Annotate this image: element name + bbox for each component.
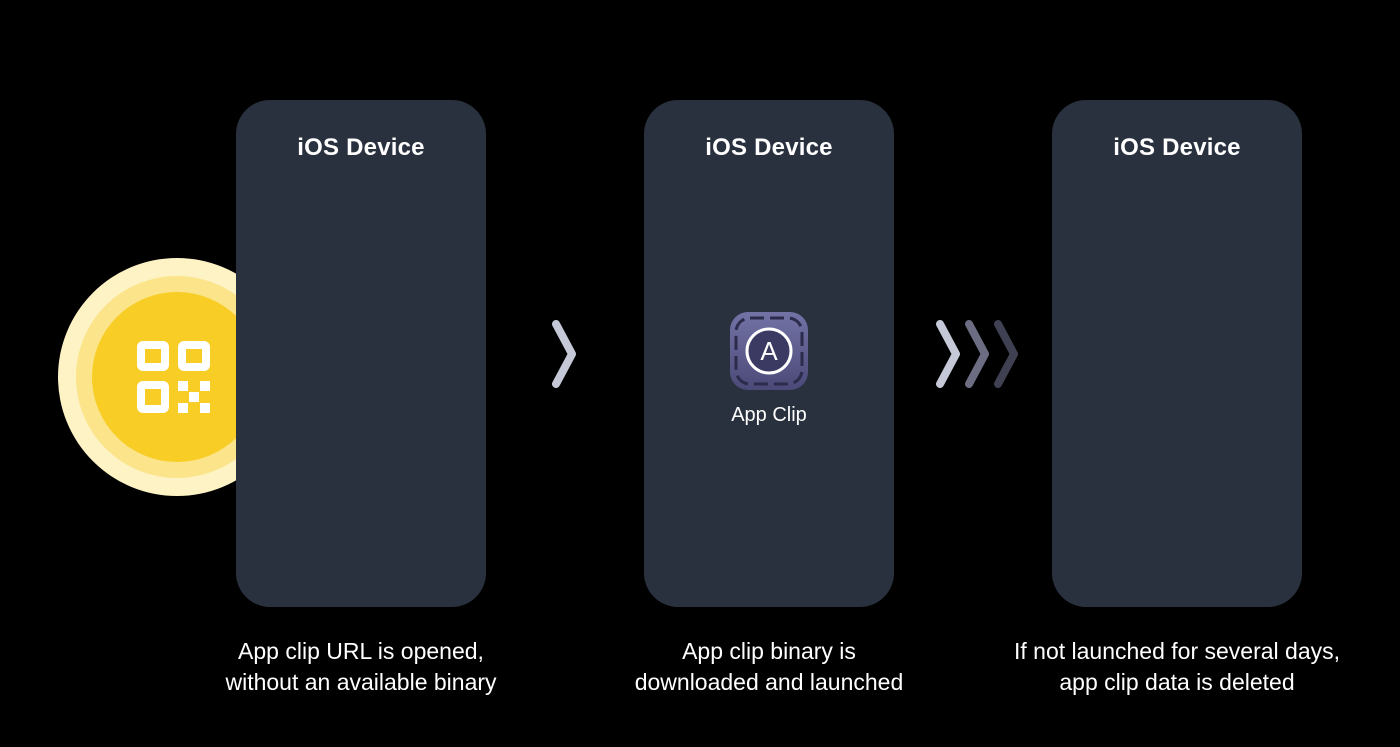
qr-code-disc-core [92, 292, 262, 462]
qr-code-icon [137, 341, 210, 413]
ios-device-step-3: iOS Device [1052, 100, 1302, 607]
chevron-right-icon [994, 320, 1018, 388]
app-clip-label: App Clip [731, 404, 807, 426]
caption-line: downloaded and launched [634, 669, 904, 695]
device-title: iOS Device [1113, 134, 1241, 161]
caption-line: App clip URL is opened, [238, 638, 484, 664]
chevron-right-icon [552, 320, 576, 388]
app-clip-letter: A [760, 336, 778, 366]
caption-line: app clip data is deleted [1059, 669, 1295, 695]
ios-device-step-1: iOS Device [236, 100, 486, 607]
chevron-right-icon [965, 320, 989, 388]
device-title: iOS Device [297, 134, 425, 161]
caption-step-1: App clip URL is opened, without an avail… [151, 636, 571, 698]
caption-step-3: If not launched for several days, app cl… [967, 636, 1387, 698]
device-title: iOS Device [705, 134, 833, 161]
caption-line: without an available binary [225, 669, 497, 695]
ios-device-step-2: iOS Device A App Clip [644, 100, 894, 607]
app-clip-icon: A [730, 312, 808, 390]
caption-line: If not launched for several days, [1013, 638, 1341, 664]
chevron-right-icon [936, 320, 960, 388]
caption-step-2: App clip binary is downloaded and launch… [559, 636, 979, 698]
caption-line: App clip binary is [682, 638, 856, 664]
triple-chevron-right-icon [936, 320, 1018, 388]
